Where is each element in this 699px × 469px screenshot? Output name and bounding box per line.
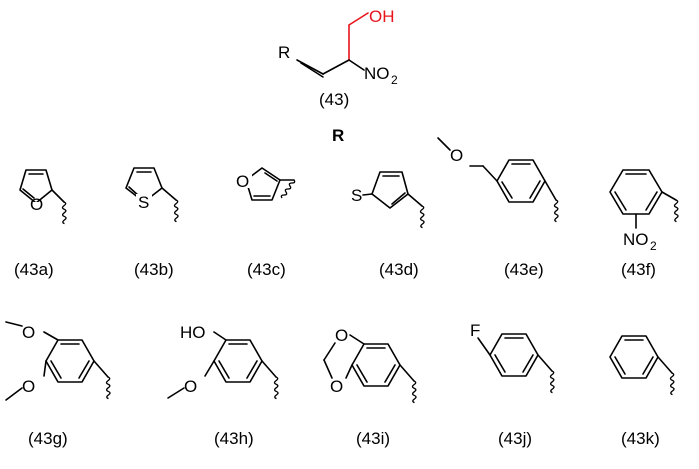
thiophene-sulfur-43b: S xyxy=(138,193,149,212)
core-r-atom: R xyxy=(278,43,290,62)
hydroxyl-label: OH xyxy=(369,7,395,26)
nitro-subscript-43f: 2 xyxy=(650,239,657,253)
nitro-subscript: 2 xyxy=(391,73,398,87)
label-43k: (43k) xyxy=(621,429,660,448)
hydroxyl-label-43h: HO xyxy=(180,323,206,342)
thiophene-sulfur-43d: S xyxy=(351,186,362,205)
label-43a: (43a) xyxy=(14,260,54,279)
label-43e: (43e) xyxy=(504,260,544,279)
label-43g: (43g) xyxy=(28,429,68,448)
r-group-heading: R xyxy=(332,126,344,145)
dioxole-oxygen-43i-2: O xyxy=(330,377,343,396)
substituent-43e: O (43e) xyxy=(437,137,568,279)
substituent-43f: NO 2 (43f) xyxy=(609,169,688,279)
substituent-43d: S (43d) xyxy=(348,171,434,279)
label-43b: (43b) xyxy=(134,260,174,279)
label-43h: (43h) xyxy=(214,429,254,448)
substituent-43g: O O (43g) xyxy=(5,321,120,448)
substituent-43j: F (43j) xyxy=(470,321,564,448)
compound-43-label: (43) xyxy=(319,90,349,109)
furan-oxygen-43c: O xyxy=(236,172,249,191)
substituent-43k: (43k) xyxy=(609,335,684,448)
nitro-label: NO xyxy=(364,64,390,83)
methoxy-oxygen-43g-1: O xyxy=(22,323,35,342)
methoxy-oxygen-43e: O xyxy=(450,146,463,165)
substituent-43a: O (43a) xyxy=(14,169,76,279)
methoxy-oxygen-43h: O xyxy=(184,377,197,396)
nitro-label-43f: NO xyxy=(623,230,649,249)
substituent-43i: O O (43i) xyxy=(323,326,426,448)
furan-oxygen-43a: O xyxy=(30,195,43,214)
label-43d: (43d) xyxy=(379,260,419,279)
label-43f: (43f) xyxy=(621,260,656,279)
substituent-43b: S (43b) xyxy=(125,167,188,279)
substituent-43h: HO O (43h) xyxy=(167,323,288,448)
methoxy-oxygen-43g-2: O xyxy=(22,377,35,396)
substituent-43c: O (43c) xyxy=(234,167,296,279)
dioxole-oxygen-43i-1: O xyxy=(335,326,348,345)
core-structure-43: R OH NO 2 (43) xyxy=(278,7,398,109)
fluorine-43j: F xyxy=(470,321,480,340)
label-43i: (43i) xyxy=(356,429,390,448)
label-43c: (43c) xyxy=(247,260,286,279)
label-43j: (43j) xyxy=(498,429,532,448)
